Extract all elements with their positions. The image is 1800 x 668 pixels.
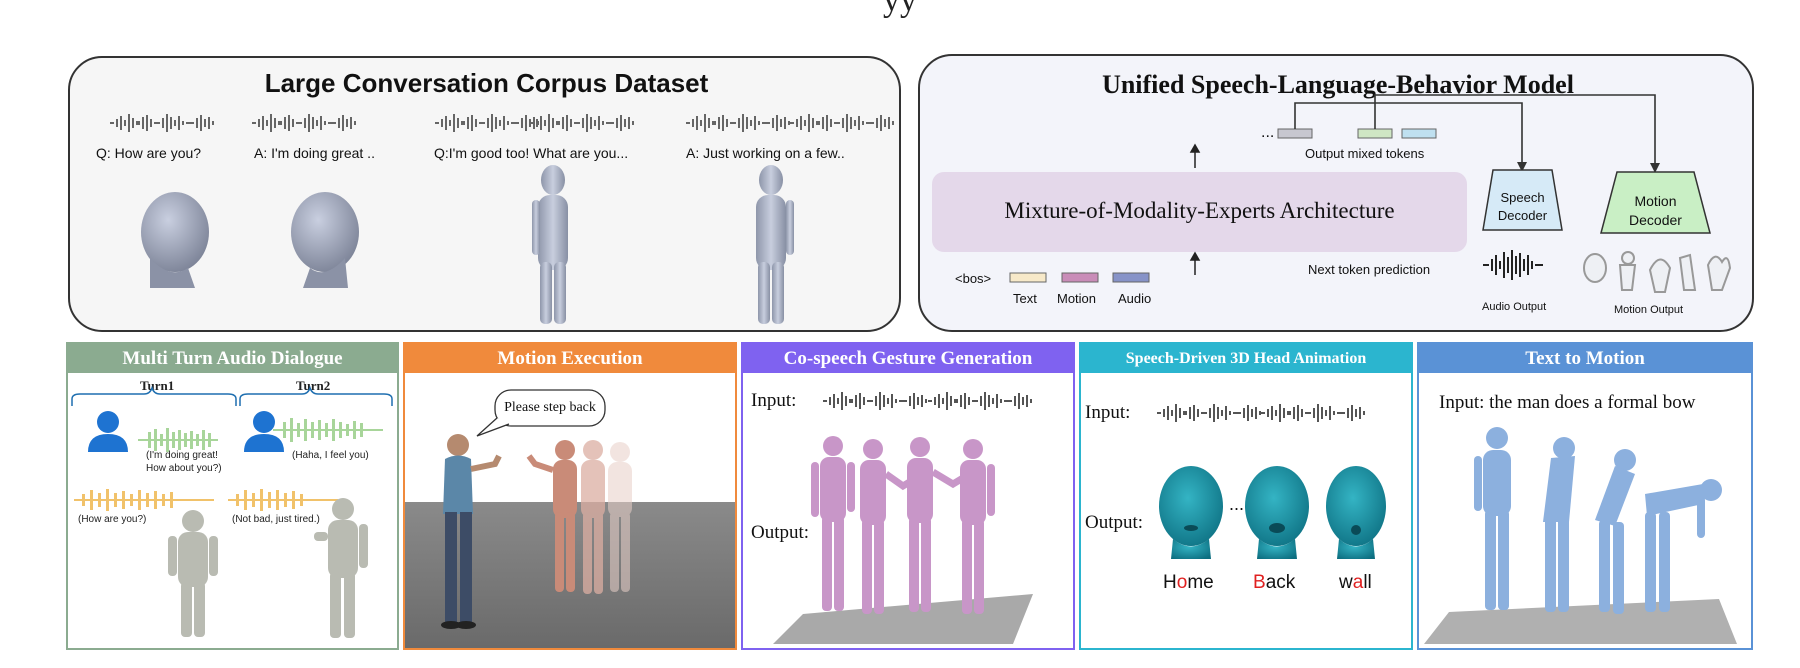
blue-bow-figures [1474, 427, 1722, 614]
motion-decoder-line2: Decoder [1629, 212, 1682, 228]
gesture-output-label: Output: [751, 522, 810, 543]
speech-decoder-line1: Speech [1500, 190, 1545, 205]
turn-bracket [71, 385, 393, 406]
gesture-input-waveform-icon [823, 392, 1032, 410]
turn2-label: Turn2 [296, 378, 331, 393]
decoder-connectors [1294, 94, 1656, 166]
output-mixed-tokens-label: Output mixed tokens [1305, 146, 1425, 161]
t2m-input-label: Input: the man does a formal bow [1439, 392, 1696, 413]
word-home: Home [1163, 572, 1214, 593]
motion-execution-title: Motion Execution [405, 344, 735, 373]
standing-body-icon [532, 165, 794, 324]
gesture-input-label: Input: [751, 390, 797, 411]
motion-output-label: Motion Output [1614, 304, 1684, 316]
word-back: Back [1253, 572, 1296, 593]
audio-output-waveform-icon [1483, 250, 1543, 280]
head-graphics [1157, 404, 1386, 559]
head-output-label: Output: [1085, 512, 1144, 533]
motion-decoder-box [1600, 171, 1711, 234]
motion-output-icons [1583, 251, 1732, 293]
grey-body-icon [168, 498, 368, 638]
next-token-label: Next token prediction [1308, 262, 1431, 277]
user-icon [88, 411, 284, 452]
arrowhead-icon [1517, 162, 1660, 173]
cropped-figure-title: yy [883, 0, 917, 19]
audio-output-label: Audio Output [1482, 301, 1547, 313]
multi-turn-panel: Multi Turn Audio Dialogue Turn1 Turn2 [66, 342, 399, 650]
green-waveform-icon [138, 418, 383, 452]
head-ellipsis: ... [1229, 494, 1245, 514]
caption-2: (Haha, I feel you) [292, 450, 369, 461]
up-arrow-icon [1189, 143, 1201, 275]
head-input-waveform-icon [1157, 404, 1365, 422]
teal-head-icon [1159, 466, 1386, 559]
word-wall: wall [1339, 572, 1372, 593]
caption-1a: (I'm doing great! [146, 450, 218, 461]
utterance-a1: A: I'm doing great .. [254, 145, 375, 161]
legend-text-label: Text [1013, 291, 1037, 306]
multi-turn-title: Multi Turn Audio Dialogue [68, 344, 397, 373]
motion-execution-panel: Motion Execution [403, 342, 737, 650]
corpus-title: Large Conversation Corpus Dataset [264, 68, 709, 98]
moe-architecture-box [932, 172, 1467, 252]
standing-man-figure [441, 434, 502, 629]
co-speech-gesture-panel: Co-speech Gesture Generation Input: Outp… [741, 342, 1075, 650]
t2m-graphics [1424, 427, 1737, 644]
purple-gesture-figures [811, 436, 995, 614]
text-to-motion-title: Text to Motion [1419, 344, 1751, 373]
utterance-q1: Q: How are you? [96, 145, 202, 161]
speech-decoder-box [1482, 169, 1563, 231]
head-animation-title: Speech-Driven 3D Head Animation [1081, 344, 1411, 373]
head-model-icon [141, 192, 359, 288]
caption-3: (How are you?) [78, 514, 147, 525]
robot-motion-figures [526, 440, 632, 594]
moe-label: Mixture-of-Modality-Experts Architecture [1004, 198, 1395, 223]
speech-decoder-line2: Decoder [1497, 208, 1548, 223]
orange-waveform-icon [74, 489, 338, 511]
legend-motion-label: Motion [1057, 291, 1097, 306]
motion-execution-graphics [405, 373, 735, 648]
head-animation-panel: Speech-Driven 3D Head Animation Input: O… [1079, 342, 1413, 650]
speech-bubble-text: Please step back [504, 400, 596, 415]
co-speech-gesture-title: Co-speech Gesture Generation [743, 344, 1073, 373]
mouth-shapes [1184, 523, 1361, 535]
text-to-motion-panel: Text to Motion Input: the man does a for… [1417, 342, 1753, 650]
utterance-q2: Q:I'm good too! What are you... [434, 145, 629, 161]
t2m-floor [1424, 599, 1737, 644]
turn1-label: Turn1 [140, 378, 175, 393]
input-token-legend [1009, 272, 1150, 283]
output-token-row [1277, 128, 1437, 139]
model-title: Unified Speech-Language-Behavior Model [1102, 70, 1574, 99]
multi-turn-graphics [71, 385, 393, 638]
speech-bubble [476, 389, 606, 437]
caption-1b: How about you?) [146, 463, 222, 474]
legend-audio-label: Audio [1118, 291, 1152, 306]
gesture-floor [773, 594, 1033, 644]
motion-decoder-line1: Motion [1634, 193, 1677, 209]
utterance-a2: A: Just working on a few.. [686, 145, 845, 161]
gesture-graphics [773, 392, 1033, 644]
head-input-label: Input: [1085, 402, 1131, 423]
ellipsis-label: ... [1261, 124, 1275, 141]
caption-4: (Not bad, just tired.) [232, 514, 320, 525]
bos-token-label: <bos> [955, 271, 992, 286]
